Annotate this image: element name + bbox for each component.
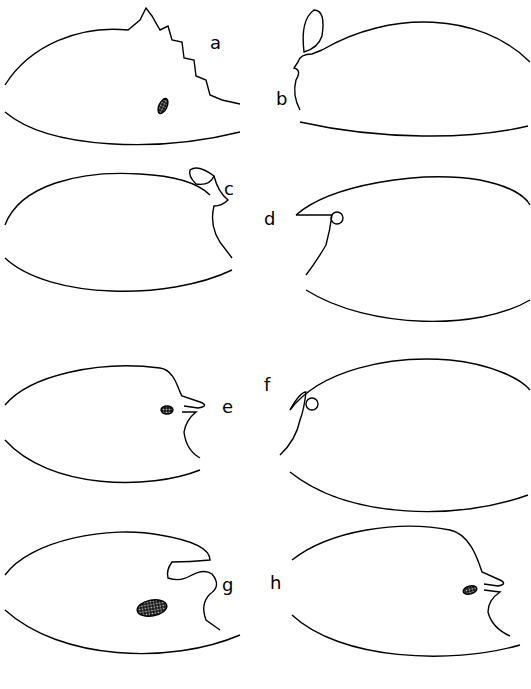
panel-letter: d [264,210,275,228]
shell-outline [322,22,530,62]
muscle-scar [462,584,478,595]
shell-outline [5,440,200,482]
shell-outline [296,215,332,275]
panel-letter: e [222,398,233,416]
shell-outline [182,412,200,458]
panel-letter: f [264,376,270,394]
shell-outline [5,532,220,630]
shell-outline [292,526,504,586]
shell-outline [5,173,210,225]
panel-letter: h [270,574,281,592]
shell-outline [5,112,240,145]
panel-letter: b [276,90,287,108]
shell-outline [303,10,323,52]
shell-outline [300,122,528,136]
shell-outline [5,8,240,104]
shell-outline [306,398,318,410]
shell-outline [331,212,343,224]
muscle-scar [161,406,173,414]
shell-outline [484,590,510,636]
shell-outline [5,258,232,291]
shell-outline [5,366,205,408]
shell-outline [290,472,528,512]
shell-outline [190,168,214,184]
panel-letter: a [210,34,221,52]
panel-letter: c [224,180,234,198]
shell-outline [294,50,322,110]
shell-outline [292,615,520,656]
muscle-scar [156,97,170,115]
shell-outline [290,359,530,410]
shell-outline [306,290,530,321]
shell-outline [296,177,530,215]
muscle-scar [136,598,168,619]
shell-outline [5,610,240,654]
shell-outline [280,392,306,455]
panel-letter: g [222,576,233,594]
